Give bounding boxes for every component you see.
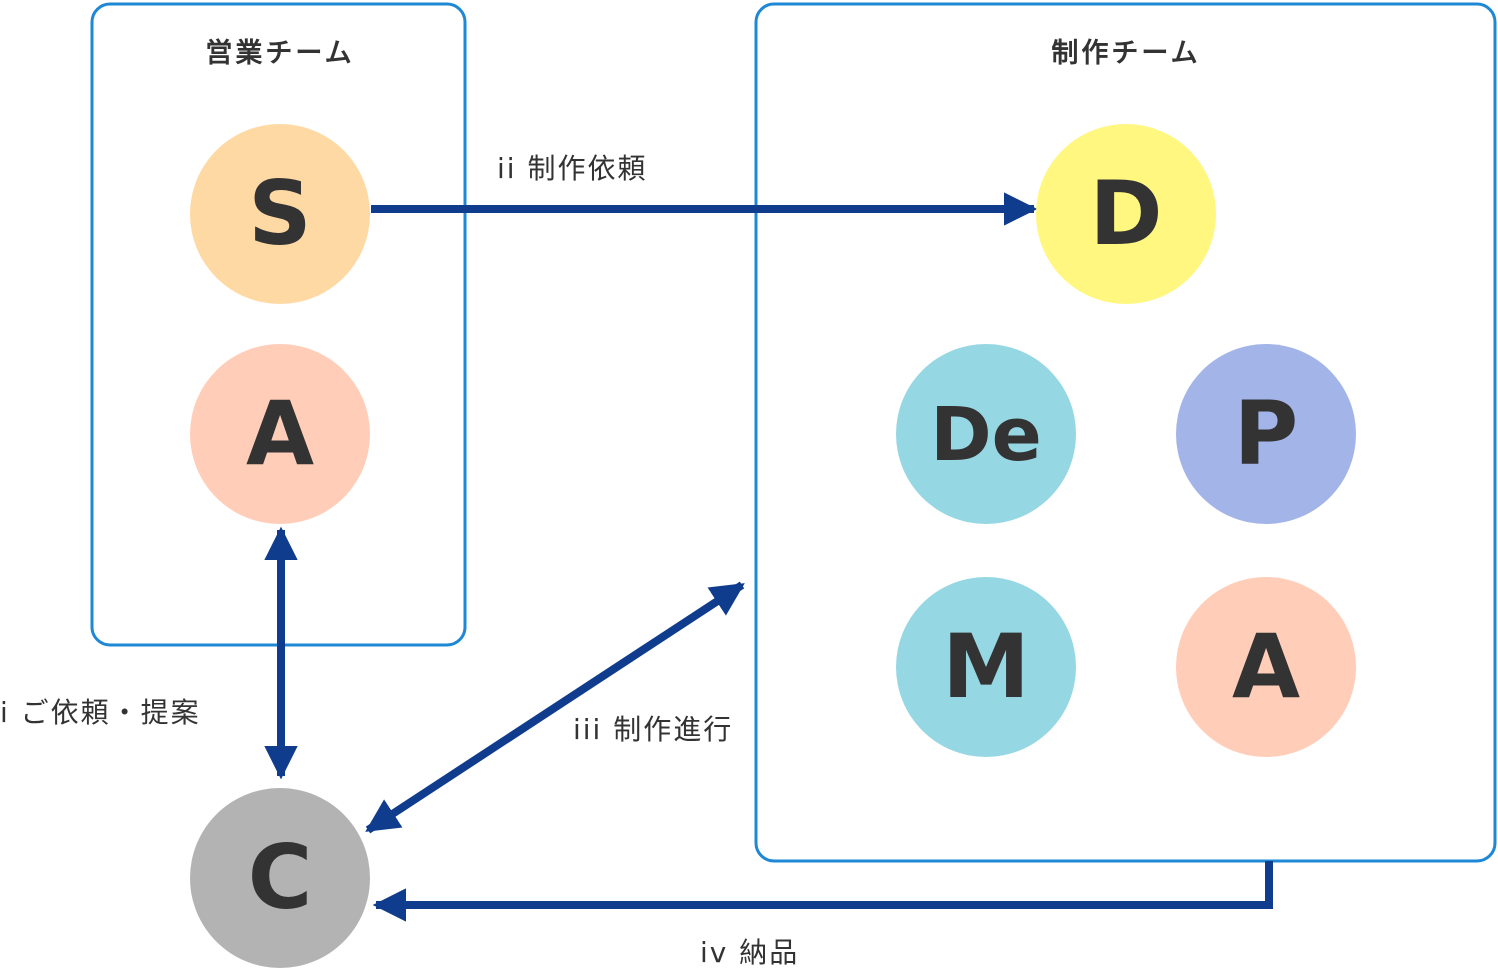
node-sales-a: A — [190, 344, 370, 524]
node-markup: M — [896, 577, 1076, 757]
node-designer-label: De — [930, 392, 1042, 478]
node-programmer-label: P — [1234, 382, 1299, 485]
edge-production-progress — [365, 581, 745, 834]
node-director-circle — [1036, 124, 1216, 304]
node-sales-a-circle — [190, 344, 370, 524]
node-programmer: P — [1176, 344, 1356, 524]
node-director-label: D — [1089, 162, 1162, 265]
node-production-a: A — [1176, 577, 1356, 757]
node-client-label: C — [248, 826, 313, 929]
node-markup-circle — [896, 577, 1076, 757]
production-team-box — [754, 2, 1497, 863]
node-programmer-circle — [1176, 344, 1356, 524]
edge-delivery — [372, 861, 1273, 922]
node-sales-a-label: A — [246, 382, 314, 485]
node-designer: De — [896, 344, 1076, 524]
node-sales-s: S — [190, 124, 370, 304]
node-designer-circle — [896, 344, 1076, 524]
node-client-circle — [190, 788, 370, 968]
edge-label-delivery: iv 納品 — [700, 936, 799, 969]
sales-team-title: 営業チーム — [205, 37, 354, 69]
node-director: D — [1036, 124, 1216, 304]
edge-label-request-proposal: i ご依頼・提案 — [0, 696, 201, 729]
production-team-title: 制作チーム — [1051, 38, 1200, 69]
node-markup-label: M — [942, 615, 1030, 718]
node-production-a-label: A — [1232, 615, 1300, 718]
node-production-a-circle — [1176, 577, 1356, 757]
node-sales-s-circle — [190, 124, 370, 304]
node-client: C — [190, 788, 370, 968]
node-sales-s-label: S — [248, 162, 311, 265]
edge-label-production-progress: iii 制作進行 — [573, 713, 733, 746]
edge-label-production-request: ii 制作依頼 — [497, 152, 647, 185]
